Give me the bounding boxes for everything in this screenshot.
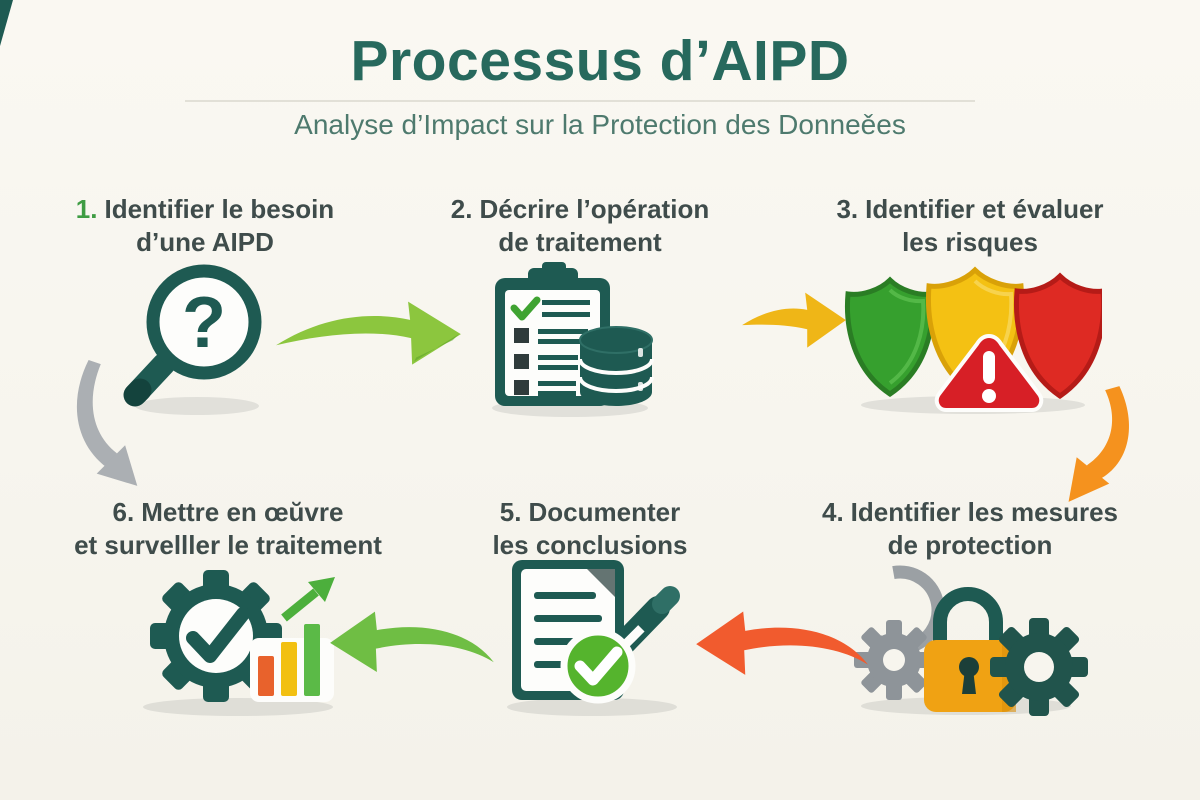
step-5-number: 5. [499, 497, 522, 527]
step-1-title-line2: d’une AIPD [136, 226, 274, 257]
corner-artifact [0, 0, 13, 46]
step-1-label: 1.Identifier le besoin d’une AIPD [40, 193, 370, 258]
step-3-title-line2: les risques [902, 226, 1038, 257]
step-5-label: 5.Documenter les conclusions [445, 496, 735, 561]
step-5-title-line2: les conclusions [492, 529, 688, 560]
step-3-label: 3.Identifier et évaluer les risques [810, 193, 1130, 258]
gear-teal [990, 618, 1088, 716]
step-4-number: 4. [821, 497, 844, 527]
step-2-title-line2: de traitement [498, 226, 662, 257]
step-2-title-line1: Décrire l’opération [479, 194, 710, 224]
step-4-title-line1: Identifier les mesures [850, 497, 1119, 527]
magnifying-glass-question-icon: ? [112, 260, 277, 418]
gear-check-growth-chart-icon [138, 552, 343, 717]
warning-triangle [934, 333, 1044, 412]
gear-gray [854, 620, 934, 700]
arrow-step5-to-step6 [318, 598, 502, 674]
step-1-title-line1: Identifier le besoin [104, 194, 335, 224]
step-3-number: 3. [836, 194, 859, 224]
clipboard-checklist-database-icon [480, 256, 658, 418]
title-divider [185, 100, 975, 102]
arrow-step4-to-step5 [688, 597, 872, 677]
step-4-title-line2: de protection [887, 529, 1053, 560]
shield-green [844, 276, 936, 398]
step-4-label: 4.Identifier les mesures de protection [805, 496, 1135, 561]
arrow-step1-down-side [60, 356, 174, 496]
arrow-step1-to-step2 [272, 286, 470, 368]
step-3-title-line1: Identifier et évaluer [865, 194, 1104, 224]
step-2-number: 2. [450, 194, 473, 224]
shield-red [1014, 272, 1102, 400]
padlock-gears-icon [842, 558, 1090, 716]
svg-text:?: ? [182, 283, 226, 363]
page-subtitle: Analyse d’Impact sur la Protection des D… [294, 109, 906, 140]
page-title: Processus d’AIPD [350, 29, 850, 93]
step-6-title-line1: Mettre en œŭvre [141, 497, 344, 527]
step-2-label: 2.Décrire l’opération de traitement [425, 193, 735, 258]
document-pen-check-icon [492, 552, 704, 717]
arrow-step3-to-step4 [1048, 382, 1145, 506]
step-1-number: 1. [75, 194, 98, 224]
risk-shields-warning-icon [828, 262, 1102, 414]
step-6-label: 6.Mettre en œŭvre et survelller le trait… [48, 496, 408, 561]
step-5-title-line1: Documenter [528, 497, 681, 527]
step-6-title-line2: et survelller le traitement [74, 529, 382, 560]
step-6-number: 6. [112, 497, 135, 527]
arrow-step2-to-step3 [738, 278, 852, 352]
